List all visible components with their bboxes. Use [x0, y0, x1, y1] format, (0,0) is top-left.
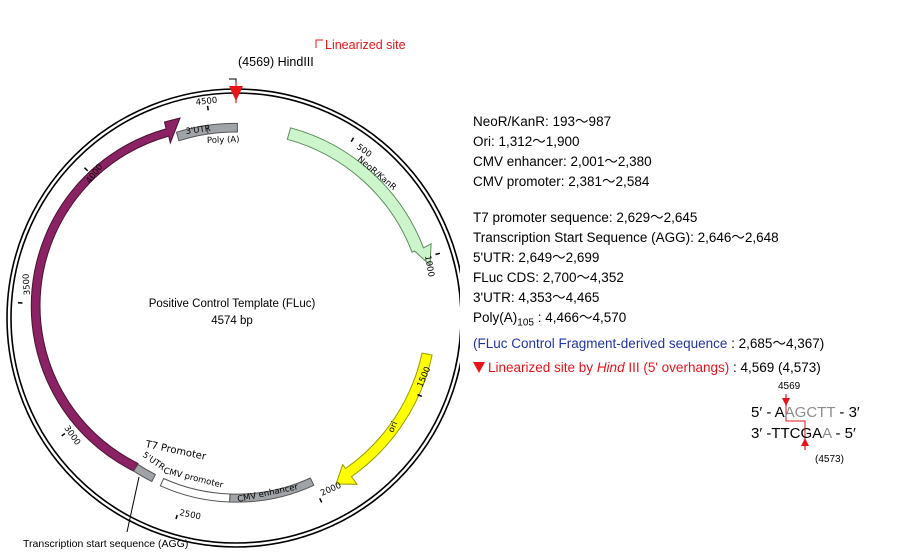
hind-label: (4569) HindIII	[238, 55, 314, 69]
linearized-label: Linearized site	[325, 38, 406, 52]
plasmid-size: 4574 bp	[211, 315, 253, 327]
annotation-tss: Transcription Start Sequence (AGG): 2,64…	[473, 230, 779, 245]
fluc-arrow	[30, 117, 181, 472]
seq-bot-right: - 5′	[831, 425, 856, 442]
annotation-neor: NeoR/KanR: 193～987	[473, 114, 612, 129]
polya-label: Poly (A)	[207, 135, 240, 146]
fluc-label: FLuc	[66, 294, 76, 314]
red-triangle-icon	[473, 362, 485, 373]
lin-enzyme: Hind	[596, 360, 625, 375]
plasmid-name: Positive Control Template (FLuc)	[149, 298, 316, 310]
annotation-t7: T7 promoter sequence: 2,629～2,645	[473, 210, 698, 225]
seq-top-strand: 5′ - AAGCTT - 3′	[751, 404, 860, 421]
tick-1000: 1000	[422, 255, 436, 278]
tick-2000: 2000	[319, 481, 343, 499]
seq-bot-overhang: A	[822, 425, 832, 442]
ori-label: ori	[387, 420, 401, 434]
tick-marks	[17, 105, 441, 520]
tick-3500: 3500	[22, 273, 33, 295]
tick-2500: 2500	[178, 508, 201, 522]
linearized-leader	[315, 39, 323, 48]
tss-leader	[126, 476, 140, 533]
annotation-ori: Ori: 1,312～1,900	[473, 134, 580, 149]
annotation-polya: Poly(A)105 : 4,466～4,570	[473, 308, 824, 334]
ori-arrow	[335, 352, 433, 485]
linearized-triangle	[229, 86, 243, 101]
lin-position: : 4,569 (4,573)	[729, 360, 821, 375]
linearization-note: Linearized site by Hind III (5' overhang…	[473, 360, 821, 375]
utr3-label: 3'UTR	[185, 124, 211, 137]
seq-top-overhang: AGCTT	[784, 404, 836, 421]
polya-sub: 105	[517, 317, 534, 329]
annotation-fluc: FLuc CDS: 2,700～4,352	[473, 270, 624, 285]
fragment-open: (	[473, 335, 478, 351]
annotation-utr3: 3'UTR: 4,353～4,465	[473, 290, 600, 305]
seq-top-left: 5′ - A	[751, 404, 785, 421]
lin-prefix: Linearized site by	[488, 360, 597, 375]
cut-top-number: 4569	[778, 381, 801, 392]
polya-box	[206, 122, 238, 135]
feature-annotations: NeoR/KanR: 193～987 Ori: 1,312～1,900 CMV …	[473, 112, 824, 354]
cut-markers	[782, 394, 809, 450]
tick-4500: 4500	[195, 96, 218, 108]
annotation-fragment: (FLuc Control Fragment-derived sequence …	[473, 334, 824, 354]
tss-label: Transcription start sequence (AGG)	[23, 538, 188, 550]
lin-enzyme-roman: III	[624, 360, 640, 375]
lin-suffix: (5' overhangs)	[639, 360, 730, 375]
seq-bot-left: 3′ -TTCGA	[751, 425, 823, 442]
annotation-cmv-promoter: CMV promoter: 2,381～2,584	[473, 174, 650, 189]
seq-bottom-strand: 3′ -TTCGAA - 5′	[751, 425, 856, 442]
fragment-value: : 2,685～4,367)	[731, 335, 825, 351]
cmv-enhancer-label: CMV enhancer	[237, 482, 300, 505]
neor-arrow	[286, 127, 432, 267]
plasmid-map: 500 1000 1500 2000 2500 3000 3500 4000 4…	[6, 38, 460, 550]
annotation-cmv-enhancer: CMV enhancer: 2,001～2,380	[473, 154, 652, 169]
cut-bottom-number: (4573)	[815, 454, 844, 465]
utr5-box	[132, 463, 157, 483]
seq-top-right: - 3′	[835, 404, 860, 421]
polya-prefix: Poly(A)	[473, 310, 518, 325]
cmv-promoter-box	[159, 477, 231, 503]
fragment-label: FLuc Control Fragment-derived sequence	[477, 335, 728, 351]
annotation-utr5: 5'UTR: 2,649～2,699	[473, 250, 600, 265]
polya-suffix: : 4,466～4,570	[533, 310, 627, 325]
